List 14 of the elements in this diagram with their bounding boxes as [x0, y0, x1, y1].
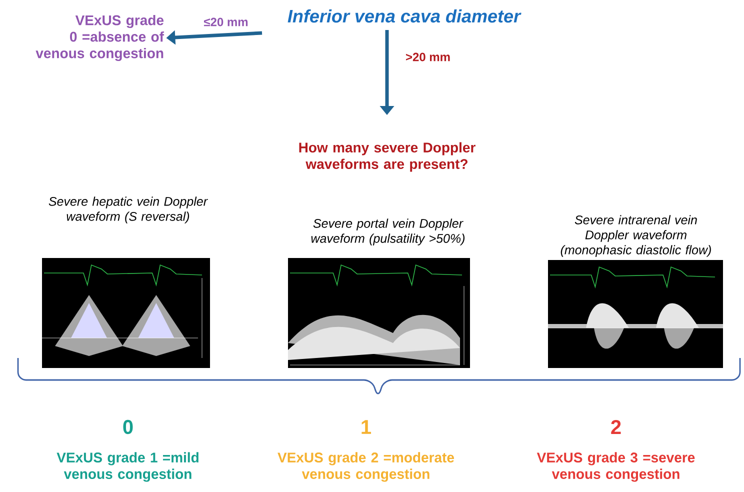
edge-label: ≤20 mm — [204, 18, 248, 26]
title-text: Inferior vena cava diameter — [288, 9, 522, 23]
caption: Severe intrarenal vein Doppler waveform (monophasic diastolic flow) — [560, 215, 711, 257]
edge-label: >20 mm — [406, 52, 450, 62]
outcome-text: VExUS grade 0 =absence of venous congestion — [36, 14, 164, 62]
caption: Severe hepatic vein Doppler waveform (S reversal) — [48, 196, 208, 224]
grade-number: 2 — [611, 420, 621, 434]
grade-number: 1 — [362, 420, 372, 434]
grade-text: VExUS grade 2 =moderate venous congestion — [278, 452, 454, 482]
grade-number: 0 — [123, 420, 133, 434]
caption: Severe portal vein Doppler waveform (pulsatility >50%) — [311, 218, 465, 246]
grade-text: VExUS grade 1 =mild venous congestion — [56, 452, 198, 482]
question-text: How many severe Doppler waveforms are present? — [299, 142, 476, 172]
grade-text: VExUS grade 3 =severe venous congestion — [536, 452, 695, 482]
